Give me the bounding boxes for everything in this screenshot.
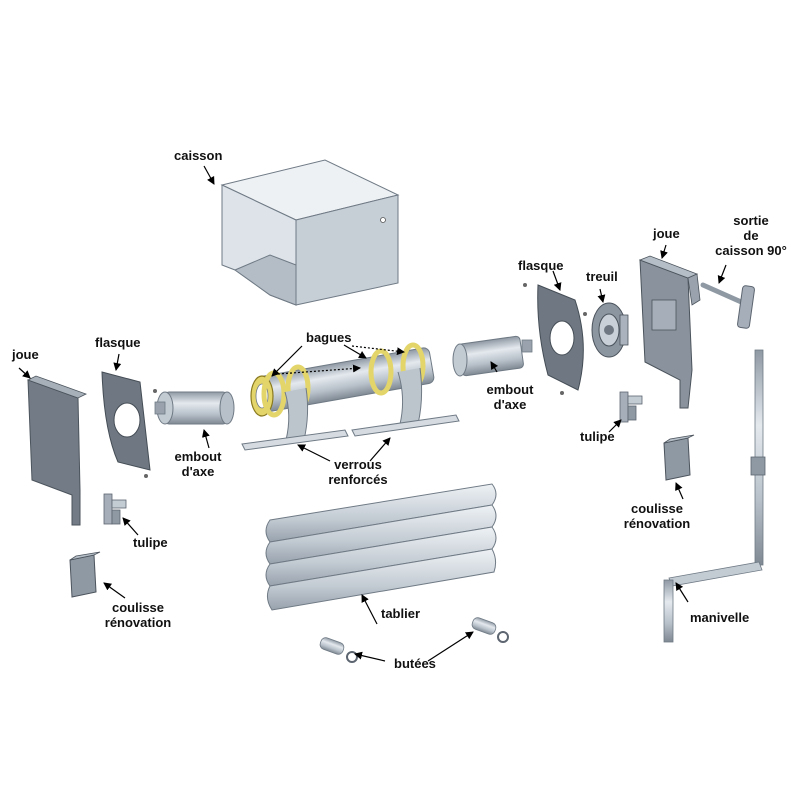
label-joue-right: joue [653, 226, 680, 241]
verrou-2-part [351, 367, 460, 437]
caisson-part [220, 159, 400, 306]
label-coulisse-renovation-left: coulisse rénovation [100, 600, 176, 630]
joue-right-part [638, 255, 701, 409]
label-coulisse-left-line2: rénovation [104, 615, 172, 630]
treuil-part [591, 302, 629, 358]
label-tulipe-right: tulipe [580, 429, 615, 444]
label-manivelle: manivelle [690, 610, 750, 625]
label-joue-left: joue [12, 347, 39, 362]
flasque-left-part [101, 363, 157, 478]
coulisse-right-part [663, 434, 695, 481]
label-coulisse-left-line1: coulisse [111, 600, 165, 615]
label-treuil: treuil [586, 269, 618, 284]
label-sortie-line3: caisson 90° [715, 243, 787, 258]
butee-left-part [319, 637, 358, 663]
bague-3 [368, 348, 394, 396]
tulipe-left-part [103, 493, 127, 525]
label-flasque-right: flasque [518, 258, 564, 273]
label-embout-axe-left: embout d'axe [172, 449, 224, 479]
label-verrous-line1: verrous [334, 457, 382, 472]
joue-left-part [26, 375, 88, 526]
label-caisson: caisson [174, 148, 223, 163]
label-bagues: bagues [306, 330, 352, 345]
label-verrous-renforces: verrous renforcés [318, 457, 398, 487]
coulisse-left-part [69, 551, 101, 598]
sortie-caisson-90-part [700, 282, 755, 329]
label-sortie-line1: sortie [733, 213, 769, 228]
label-butees: butées [394, 656, 436, 671]
label-sortie-caisson-90: sortie de caisson 90° [710, 213, 792, 258]
label-embout-axe-left-line2: d'axe [181, 464, 215, 479]
label-coulisse-right-line2: rénovation [623, 516, 691, 531]
tulipe-right-part [619, 391, 643, 423]
tablier-part [265, 483, 497, 611]
label-coulisse-right-line1: coulisse [630, 501, 684, 516]
butee-right-part [471, 617, 509, 643]
embout-axe-left-part [154, 391, 235, 425]
leader-arrows [18, 165, 727, 662]
label-coulisse-renovation-right: coulisse rénovation [619, 501, 695, 531]
embout-axe-right-part [452, 335, 533, 377]
label-embout-axe-right-line1: embout [486, 382, 534, 397]
verrou-1-part [241, 387, 349, 451]
label-embout-axe-left-line1: embout [174, 449, 222, 464]
label-embout-axe-right-line2: d'axe [493, 397, 527, 412]
label-verrous-line2: renforcés [328, 472, 388, 487]
label-flasque-left: flasque [95, 335, 141, 350]
label-sortie-line2: de [743, 228, 759, 243]
label-embout-axe-right: embout d'axe [484, 382, 536, 412]
manivelle-part [663, 349, 766, 643]
label-tulipe-left: tulipe [133, 535, 168, 550]
label-tablier: tablier [381, 606, 421, 621]
flasque-right-part [523, 283, 587, 395]
